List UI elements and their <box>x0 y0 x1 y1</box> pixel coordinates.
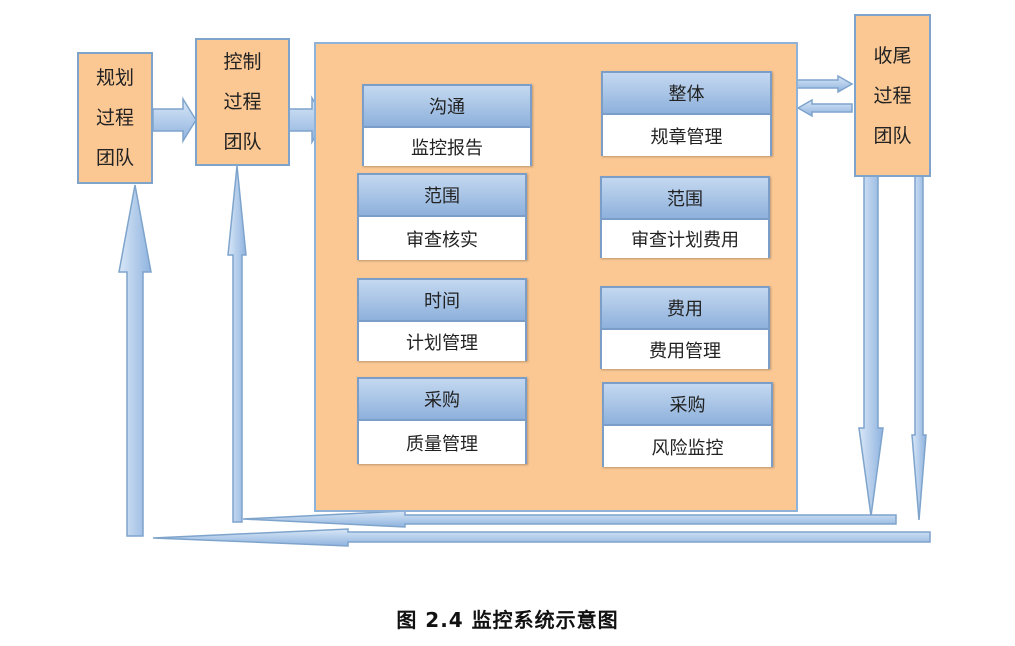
arrow-up-to-planning <box>118 184 152 537</box>
arrow-closing-down-1 <box>858 175 884 517</box>
figure-caption: 图 2.4 监控系统示意图 <box>396 608 619 632</box>
planning-team-line-1: 规划 <box>95 67 134 89</box>
module-cost-header: 费用 <box>602 288 768 330</box>
arrow-up-to-control <box>227 165 247 523</box>
module-procurement-left-header: 采购 <box>359 379 525 421</box>
arrow-planning-to-control <box>152 96 197 144</box>
module-procurement-right-header: 采购 <box>604 384 771 426</box>
module-communication: 沟通 监控报告 <box>362 84 532 166</box>
module-communication-header: 沟通 <box>364 86 530 128</box>
control-team-line-2: 过程 <box>223 91 262 113</box>
planning-team-line-3: 团队 <box>95 147 134 169</box>
module-cost-body: 费用管理 <box>602 330 768 369</box>
module-scope-right-header: 范围 <box>602 178 768 220</box>
arrow-feedback-to-planning <box>152 528 931 547</box>
closing-team-box: 收尾 过程 团队 <box>854 14 931 177</box>
control-team-line-3: 团队 <box>223 131 262 153</box>
module-scope-left: 范围 审查核实 <box>357 173 527 260</box>
module-time-body: 计划管理 <box>359 322 525 361</box>
module-procurement-left: 采购 质量管理 <box>357 377 527 464</box>
module-integration-header: 整体 <box>603 73 770 115</box>
module-scope-right: 范围 审查计划费用 <box>600 176 770 258</box>
planning-team-box: 规划 过程 团队 <box>77 52 153 184</box>
module-time-header: 时间 <box>359 280 525 322</box>
module-scope-right-body: 审查计划费用 <box>602 220 768 258</box>
module-integration: 整体 规章管理 <box>601 71 772 156</box>
module-scope-left-body: 审查核实 <box>359 217 525 260</box>
planning-team-line-2: 过程 <box>95 107 134 129</box>
control-team-box: 控制 过程 团队 <box>195 38 290 166</box>
module-scope-left-header: 范围 <box>359 175 525 217</box>
module-cost: 费用 费用管理 <box>600 286 770 369</box>
closing-team-line-2: 过程 <box>873 84 912 107</box>
module-communication-body: 监控报告 <box>364 128 530 166</box>
arrow-closing-down-2 <box>911 175 927 521</box>
module-procurement-left-body: 质量管理 <box>359 421 525 464</box>
arrow-closing-to-main <box>796 98 853 118</box>
arrow-feedback-to-control <box>242 510 897 528</box>
module-procurement-right-body: 风险监控 <box>604 426 771 467</box>
module-integration-body: 规章管理 <box>603 115 770 156</box>
control-team-line-1: 控制 <box>223 51 262 73</box>
closing-team-line-3: 团队 <box>873 124 912 147</box>
closing-team-line-1: 收尾 <box>873 44 912 67</box>
module-procurement-right: 采购 风险监控 <box>602 382 773 467</box>
module-time: 时间 计划管理 <box>357 278 527 361</box>
arrow-main-to-closing <box>795 74 854 94</box>
